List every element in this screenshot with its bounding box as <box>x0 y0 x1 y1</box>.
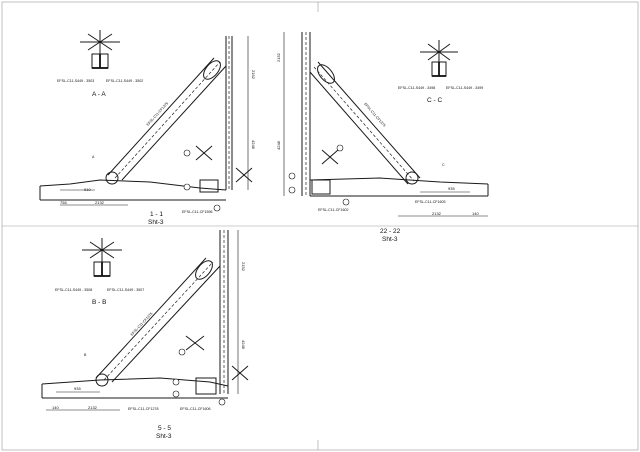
cut-mark-a: A <box>92 155 95 159</box>
section-aa: EFSL-C11-S449 - 3503 EFSL-C11-S449 - 350… <box>57 30 143 98</box>
dim-2132: 2132 <box>88 405 98 410</box>
v11-diag-ref: EFSL-C11-CF1375 <box>146 101 169 126</box>
v55-title: 5 - 5 <box>158 425 171 432</box>
section-cc: EFSL-C11-S449 - 3498 EFSL-C11-S449 - 349… <box>398 40 483 104</box>
section-cc-title: C - C <box>427 97 442 104</box>
dim-935: 935 <box>74 386 81 391</box>
v2222-ref2: EFSL-C11-CF1605 <box>415 200 446 204</box>
section-aa-right-ref: EFSL-C11-S449 - 3502 <box>106 79 143 83</box>
v11-ref: EFSL-C11-CF1596 <box>182 210 213 214</box>
v55-diag-ref: EFSL-C11-CF1375 <box>130 312 154 337</box>
cut-mark-c: C <box>442 163 445 167</box>
dim-910: 910 <box>84 187 91 192</box>
section-bb: EFSL-C11-S449 - 3508 EFSL-C11-S449 - 350… <box>55 238 144 306</box>
dim-2132: 2132 <box>432 211 442 216</box>
section-cc-left-ref: EFSL-C11-S449 - 3498 <box>398 86 435 90</box>
view-22-22: 2152 4248 EFSL-C11-CF1375 935 2132 140 E… <box>276 32 489 243</box>
section-bb-right-ref: EFSL-C11-S449 - 3507 <box>107 288 144 292</box>
dim-2132: 2132 <box>95 200 105 205</box>
section-bb-title: B - B <box>92 299 106 306</box>
dim-140: 140 <box>472 211 479 216</box>
dim-2152: 2152 <box>276 52 281 62</box>
v11-title: 1 - 1 <box>150 211 163 218</box>
section-cc-right-ref: EFSL-C11-S449 - 3499 <box>446 86 483 90</box>
view-5-5: 2152 4248 EFSL-C11-CF1375 935 140 2132 E… <box>41 230 249 440</box>
dim-756: 756 <box>60 200 67 205</box>
dim-2152: 2152 <box>251 70 256 80</box>
cut-mark-b: B <box>84 353 87 357</box>
section-aa-title: A - A <box>92 91 106 98</box>
dim-4248: 4248 <box>251 140 256 150</box>
dim-4248: 4248 <box>241 340 246 350</box>
section-aa-left-ref: EFSL-C11-S449 - 3503 <box>57 79 94 83</box>
v11-sheet: Sht-3 <box>148 219 164 226</box>
dim-2152: 2152 <box>241 262 246 272</box>
view-1-1: 2152 4248 EFSL-C11-CF1375 910 756 2132 E… <box>39 36 256 226</box>
v2222-diag-ref: EFSL-C11-CF1375 <box>363 102 386 128</box>
dim-4248: 4248 <box>276 140 281 150</box>
section-bb-left-ref: EFSL-C11-S449 - 3508 <box>55 288 92 292</box>
dim-935: 935 <box>448 186 455 191</box>
v55-ref2: EFSL-C11-CF1606 <box>180 407 211 411</box>
v2222-sheet: Sht-3 <box>382 236 398 243</box>
v2222-ref1: EFSL-C11-CF1602 <box>318 208 349 212</box>
v55-sheet: Sht-3 <box>156 433 172 440</box>
dim-140: 140 <box>52 405 59 410</box>
v55-ref1: EFSL-C11-CF1278 <box>128 407 159 411</box>
v2222-title: 22 - 22 <box>380 228 401 235</box>
